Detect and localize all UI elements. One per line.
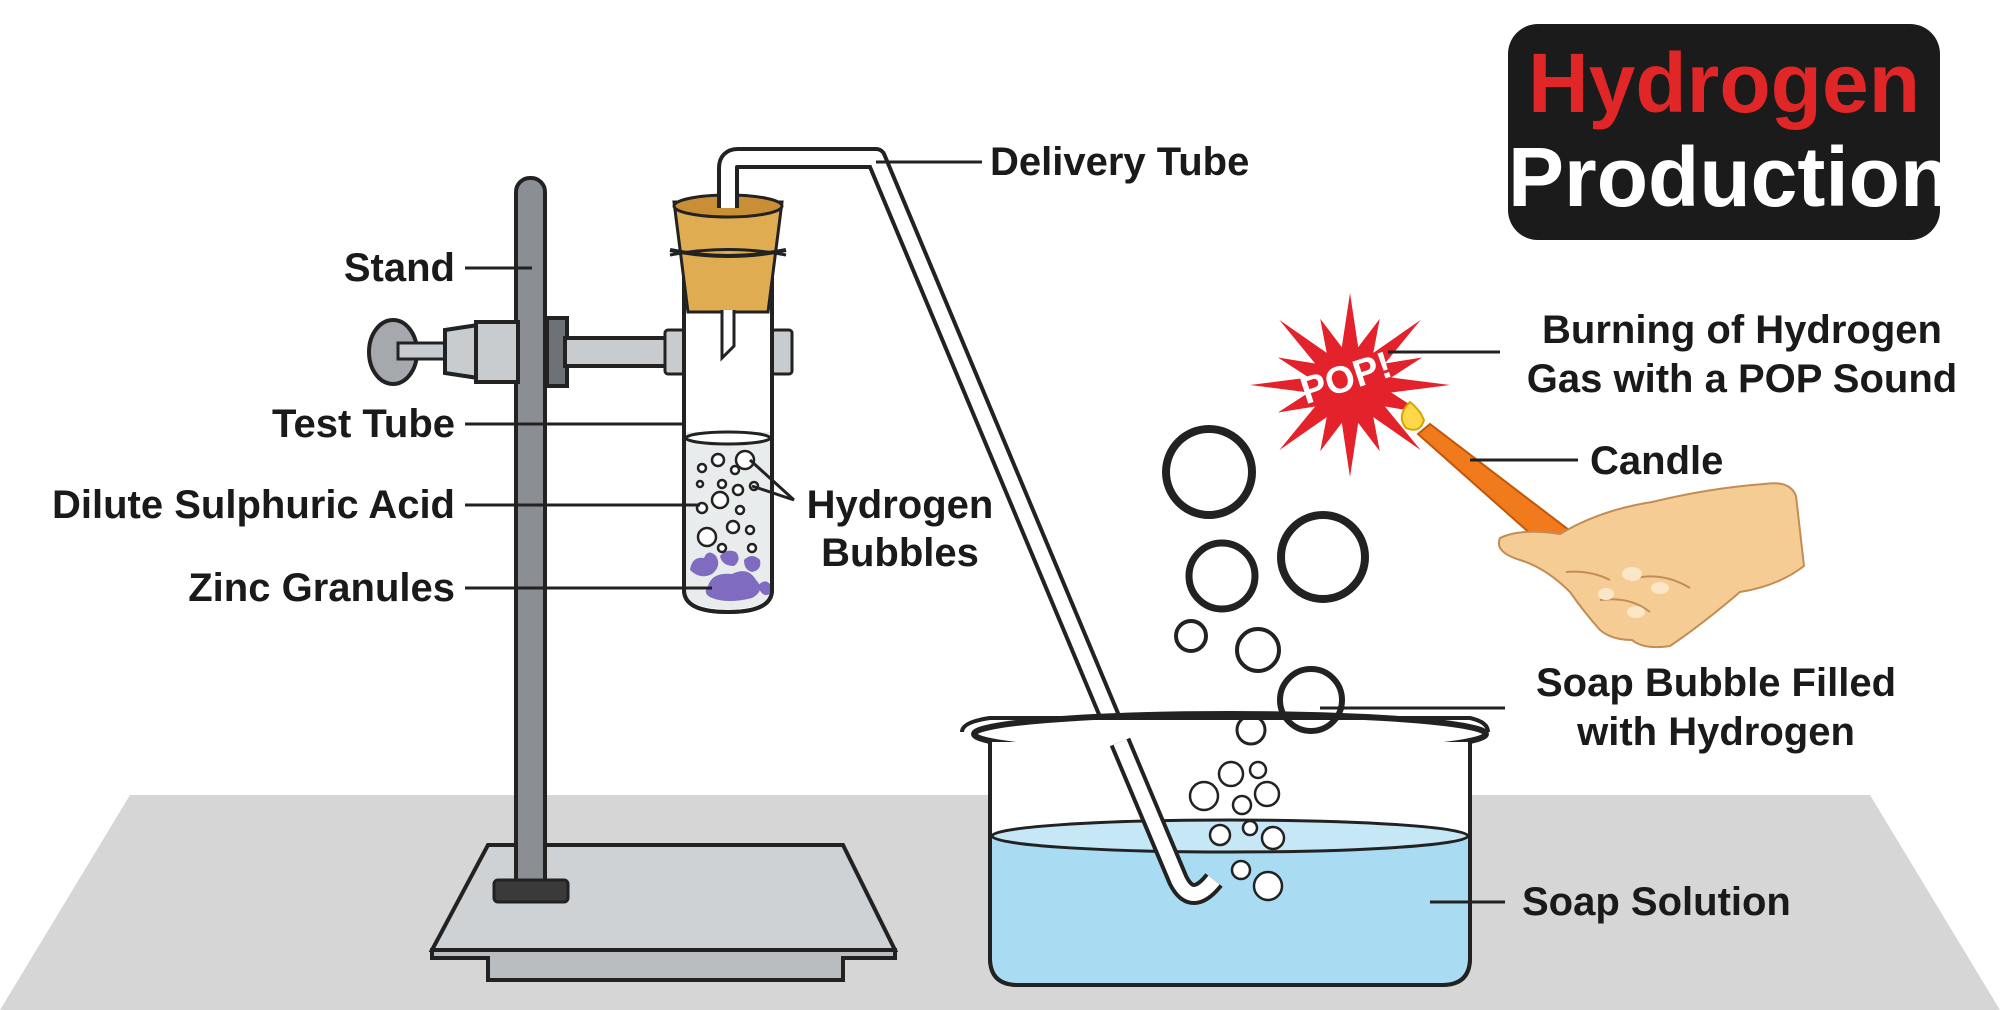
- stand-base: [428, 843, 899, 982]
- pop-burst-icon: POP!: [1250, 293, 1450, 477]
- label-acid: Dilute Sulphuric Acid: [52, 483, 455, 527]
- delivery-tube-submerged: [1109, 737, 1223, 905]
- label-hydrogen-bubbles-1: Hydrogen: [807, 483, 994, 527]
- cork-stopper: [669, 193, 787, 314]
- zinc-granules: [690, 550, 770, 601]
- label-zinc: Zinc Granules: [188, 566, 455, 610]
- leader-lines: [465, 160, 1578, 904]
- label-stand: Stand: [344, 246, 455, 290]
- hand: [1498, 482, 1806, 649]
- label-burning-1: Burning of Hydrogen: [1542, 308, 1942, 352]
- label-test-tube: Test Tube: [272, 402, 455, 446]
- title-line-1: Hydrogen: [1527, 36, 1921, 130]
- title-box: Hydrogen Production: [1508, 24, 1952, 240]
- label-soap-bubble-1: Soap Bubble Filled: [1536, 661, 1896, 705]
- stand-rod: [492, 176, 570, 904]
- title-line-2: Production: [1508, 130, 1952, 224]
- label-soap-bubble-2: with Hydrogen: [1576, 710, 1855, 754]
- beaker-bubbles: [1188, 760, 1286, 902]
- clamp: [367, 316, 794, 388]
- label-hydrogen-bubbles-2: Bubbles: [821, 531, 979, 575]
- label-soap-solution: Soap Solution: [1522, 880, 1791, 924]
- label-delivery-tube: Delivery Tube: [990, 140, 1249, 184]
- label-candle: Candle: [1590, 439, 1723, 483]
- soap-bubbles: [1162, 425, 1369, 746]
- beaker: [960, 711, 1490, 987]
- label-burning-2: Gas with a POP Sound: [1527, 357, 1957, 401]
